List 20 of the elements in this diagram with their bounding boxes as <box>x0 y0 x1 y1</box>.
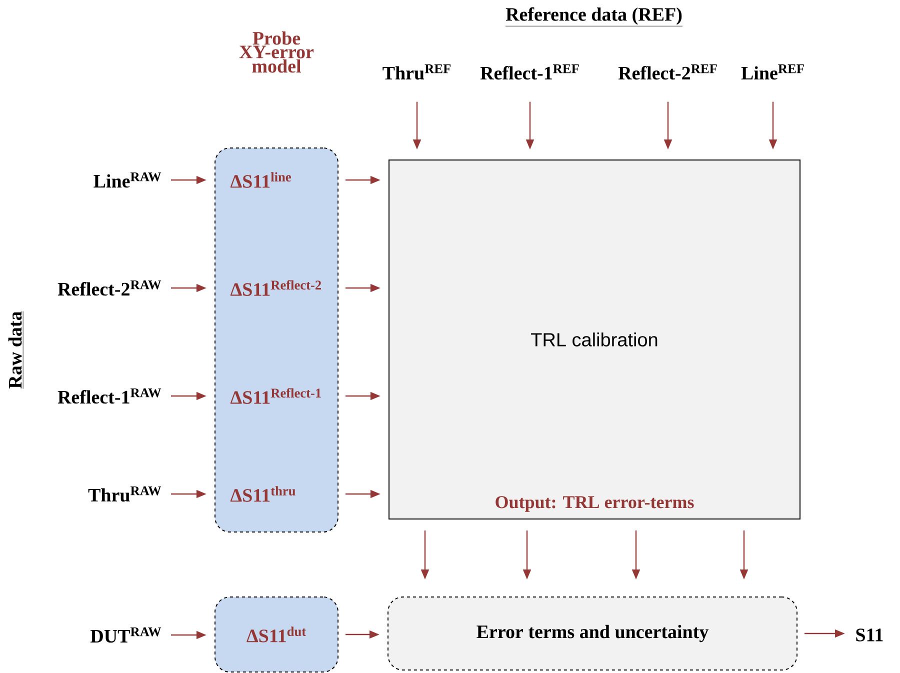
node-label: Probe XY-error model <box>239 31 314 73</box>
term-label: ΔS11$^{line}$ <box>230 172 291 188</box>
output-label: S11 <box>856 628 883 642</box>
input-label: Thru$^{RAW}$ <box>88 486 162 502</box>
term-label: ΔS11$^{thru}$ <box>230 486 296 502</box>
section-heading: Raw data <box>8 311 24 389</box>
reference-label: Line$^{REF}$ <box>741 64 804 80</box>
calibration-box: TRL calibration Output: TRL error-terms <box>388 160 800 520</box>
section-heading: Reference data (REF) <box>505 7 683 26</box>
term-label: ΔS11$^{Reflect-1}$ <box>230 388 321 404</box>
reference-label: Reflect-1$^{REF}$ <box>480 64 579 80</box>
reference-label: Reflect-2$^{REF}$ <box>618 64 717 80</box>
input-label: Reflect-2$^{RAW}$ <box>58 280 162 296</box>
reference-label: Thru$^{REF}$ <box>382 64 451 80</box>
input-label: DUT$^{RAW}$ <box>90 627 162 643</box>
result-box: Error terms and uncertainty <box>388 596 798 670</box>
input-label: Line$^{RAW}$ <box>94 172 162 188</box>
model-box: ΔS11$^{dut}$ <box>214 596 338 672</box>
term-label: ΔS11$^{Reflect-2}$ <box>230 280 322 296</box>
input-label: Reflect-1$^{RAW}$ <box>58 388 162 404</box>
